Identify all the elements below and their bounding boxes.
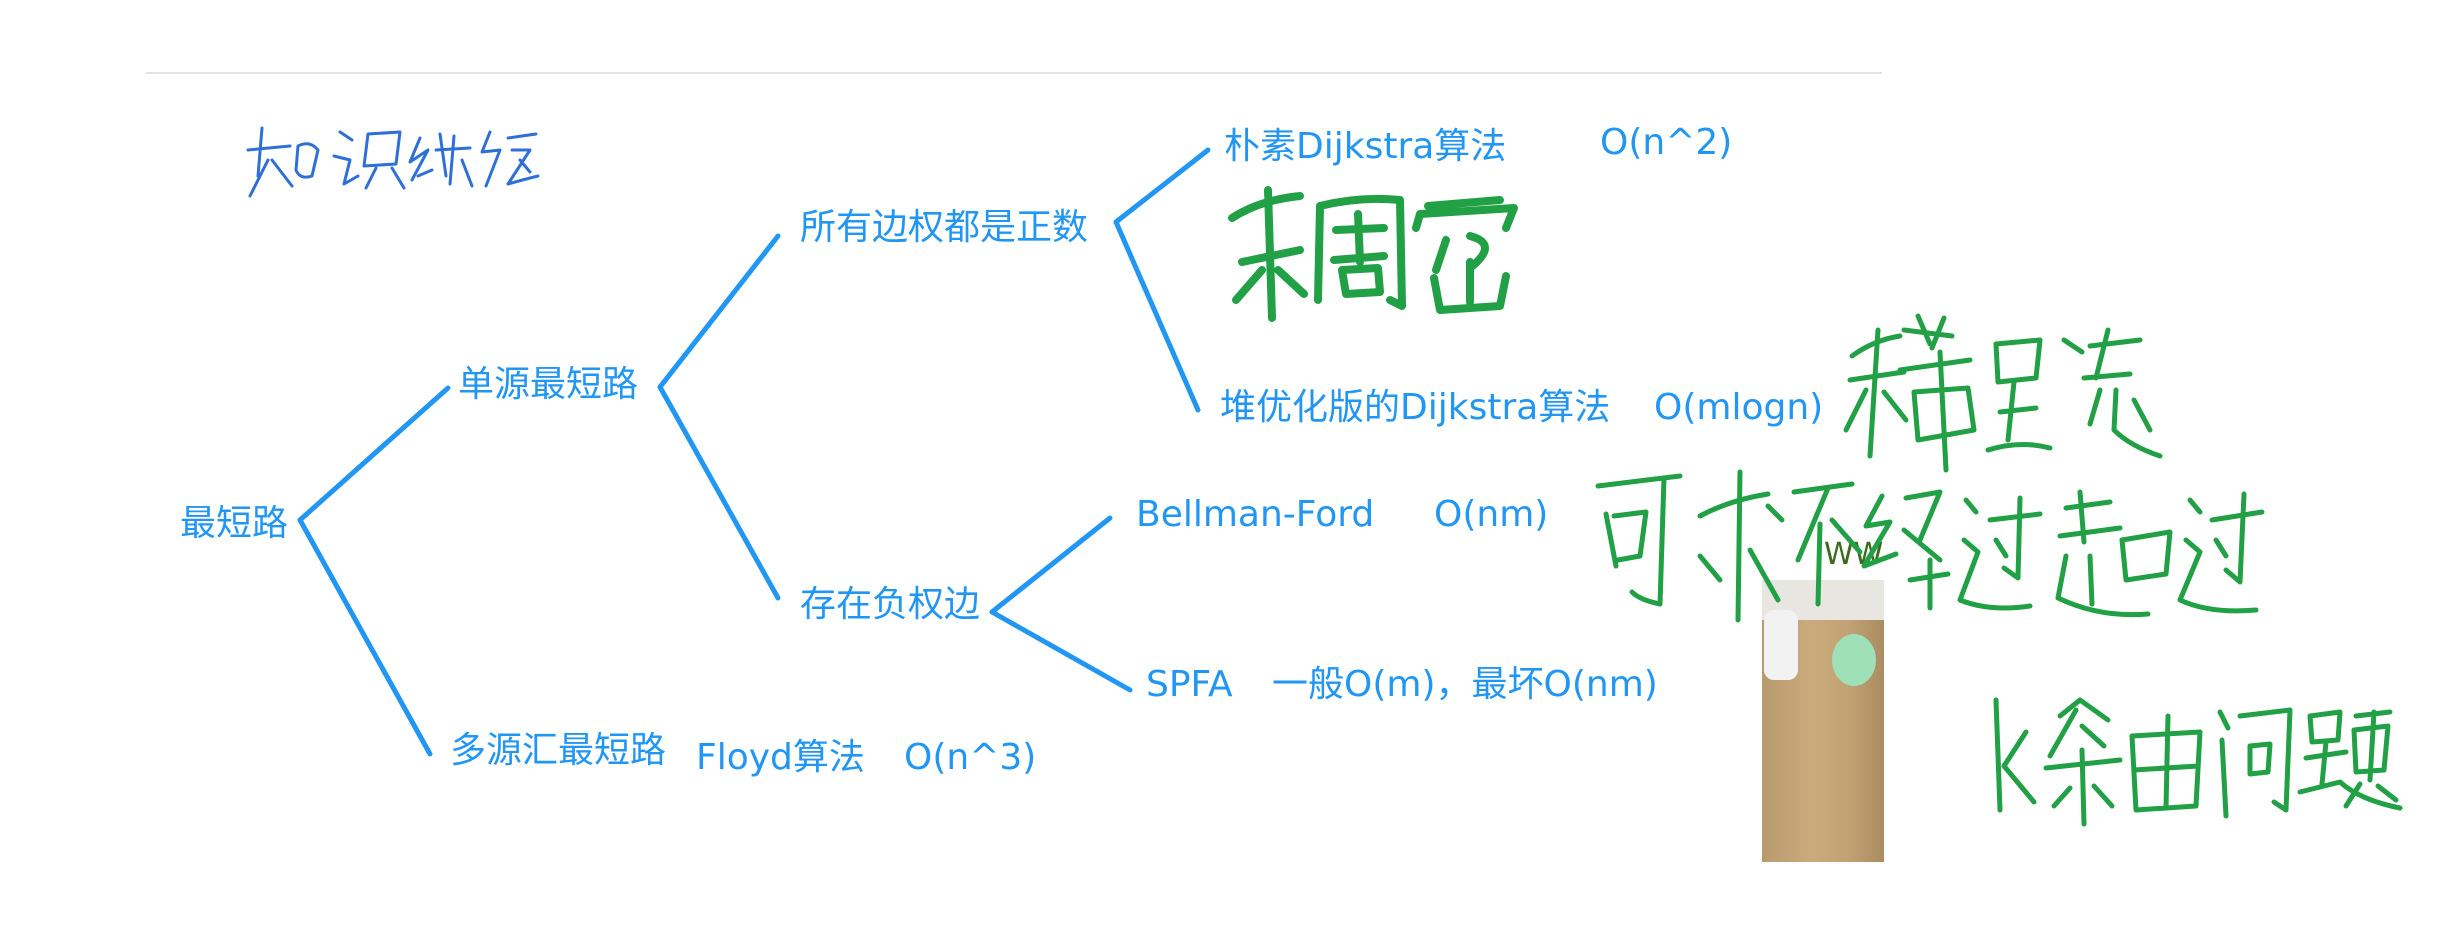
webcam-overlay: [1762, 580, 1884, 862]
node-negative-edges: 存在负权边: [800, 584, 981, 625]
edge-positive-naive: [1113, 147, 1211, 225]
node-spfa: SPFA: [1146, 664, 1233, 705]
edge-root-multi: [297, 517, 433, 757]
node-single-source: 单源最短路: [458, 364, 639, 405]
edge-negative-bellman: [989, 515, 1113, 615]
webcam-caption: WW: [1824, 537, 1884, 572]
node-multi-source: 多源汇最短路: [450, 730, 667, 771]
edge-negative-spfa: [989, 609, 1133, 693]
edge-positive-heap: [1113, 219, 1201, 413]
node-shortest-path: 最短路: [180, 503, 289, 544]
heap-dijkstra-complexity: O(mlogn): [1654, 387, 1824, 428]
node-all-positive-weights: 所有边权都是正数: [800, 207, 1089, 248]
edge-single-negative: [657, 384, 781, 601]
spfa-complexity: 一般O(m)，最坏O(nm): [1272, 664, 1658, 705]
edge-root-single: [297, 385, 451, 523]
slide-divider: [146, 72, 1882, 74]
floyd-complexity: O(n^3): [904, 737, 1037, 778]
node-naive-dijkstra: 朴素Dijkstra算法: [1224, 126, 1507, 167]
webcam-plant: [1832, 634, 1876, 686]
webcam-cloth: [1764, 610, 1798, 680]
node-bellman-ford: Bellman-Ford: [1136, 494, 1375, 535]
naive-dijkstra-complexity: O(n^2): [1600, 122, 1733, 163]
bellman-ford-complexity: O(nm): [1434, 494, 1549, 535]
node-floyd: Floyd算法: [696, 737, 865, 778]
node-heap-dijkstra: 堆优化版的Dijkstra算法: [1220, 387, 1611, 428]
edge-single-positive: [657, 233, 781, 390]
